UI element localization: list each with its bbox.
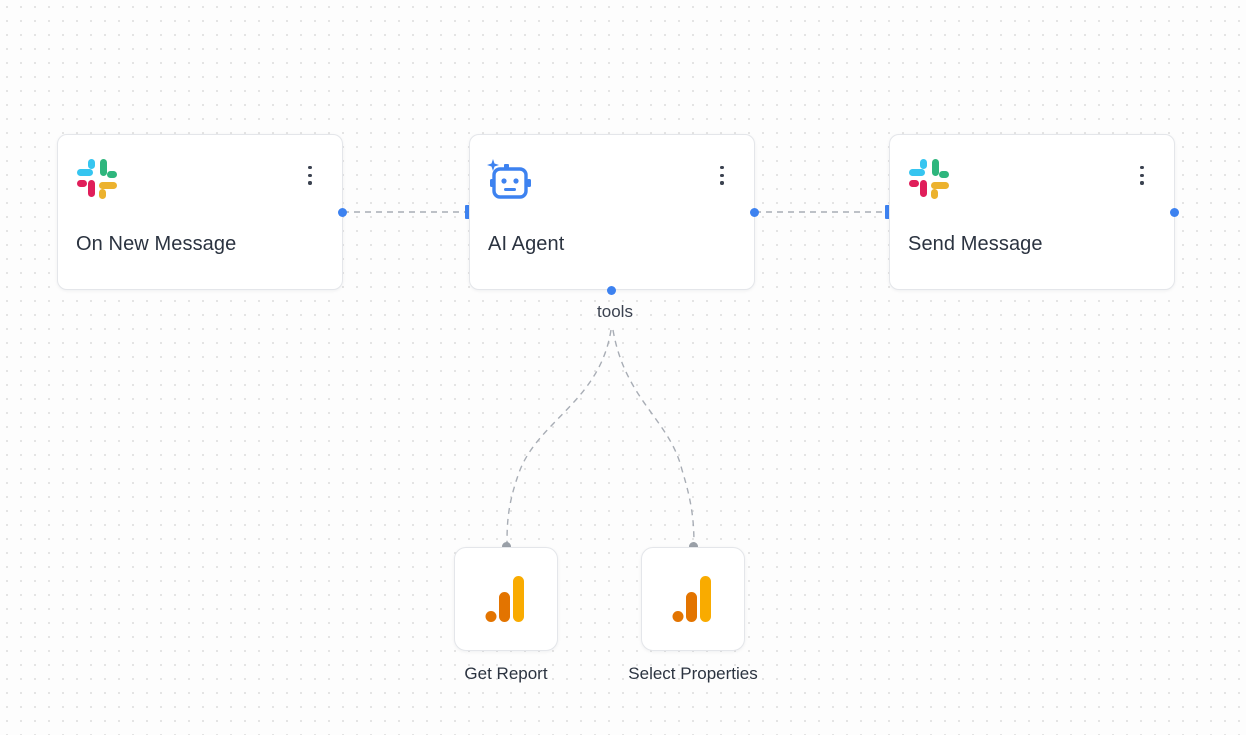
node-ai-agent[interactable]: AI Agent (469, 134, 755, 290)
output-handle-action[interactable] (1170, 208, 1179, 217)
node-menu-button[interactable] (306, 166, 314, 190)
tool-handle-select-properties[interactable] (689, 542, 698, 551)
output-handle-agent[interactable] (750, 208, 759, 217)
google-analytics-icon (672, 576, 711, 622)
tool-node-get-report[interactable] (454, 547, 558, 651)
more-vertical-icon (308, 166, 312, 170)
input-handle-agent[interactable] (465, 205, 472, 219)
tool-label-get-report: Get Report (464, 664, 548, 683)
tools-label: tools (597, 302, 633, 321)
google-analytics-icon (485, 576, 524, 622)
node-label: Send Message (908, 233, 1043, 255)
more-vertical-icon (720, 166, 724, 170)
output-handle-trigger[interactable] (338, 208, 347, 217)
node-menu-button[interactable] (718, 166, 726, 190)
tool-handle-get-report[interactable] (502, 542, 511, 551)
node-menu-button[interactable] (1138, 166, 1146, 190)
edge-tools-to-get-report (506, 329, 612, 548)
node-label: On New Message (76, 233, 237, 255)
tool-node-select-properties[interactable] (641, 547, 745, 651)
ai-robot-icon (487, 159, 531, 199)
slack-icon (909, 159, 949, 199)
tool-label-select-properties: Select Properties (628, 664, 758, 683)
node-send-message[interactable]: Send Message (889, 134, 1175, 290)
node-on-new-message[interactable]: On New Message (57, 134, 343, 290)
more-vertical-icon (1140, 166, 1144, 170)
input-handle-action[interactable] (885, 205, 892, 219)
slack-icon (77, 159, 117, 199)
tools-handle-agent[interactable] (607, 286, 616, 295)
node-label: AI Agent (488, 233, 565, 255)
edge-tools-to-select-properties (612, 329, 695, 548)
